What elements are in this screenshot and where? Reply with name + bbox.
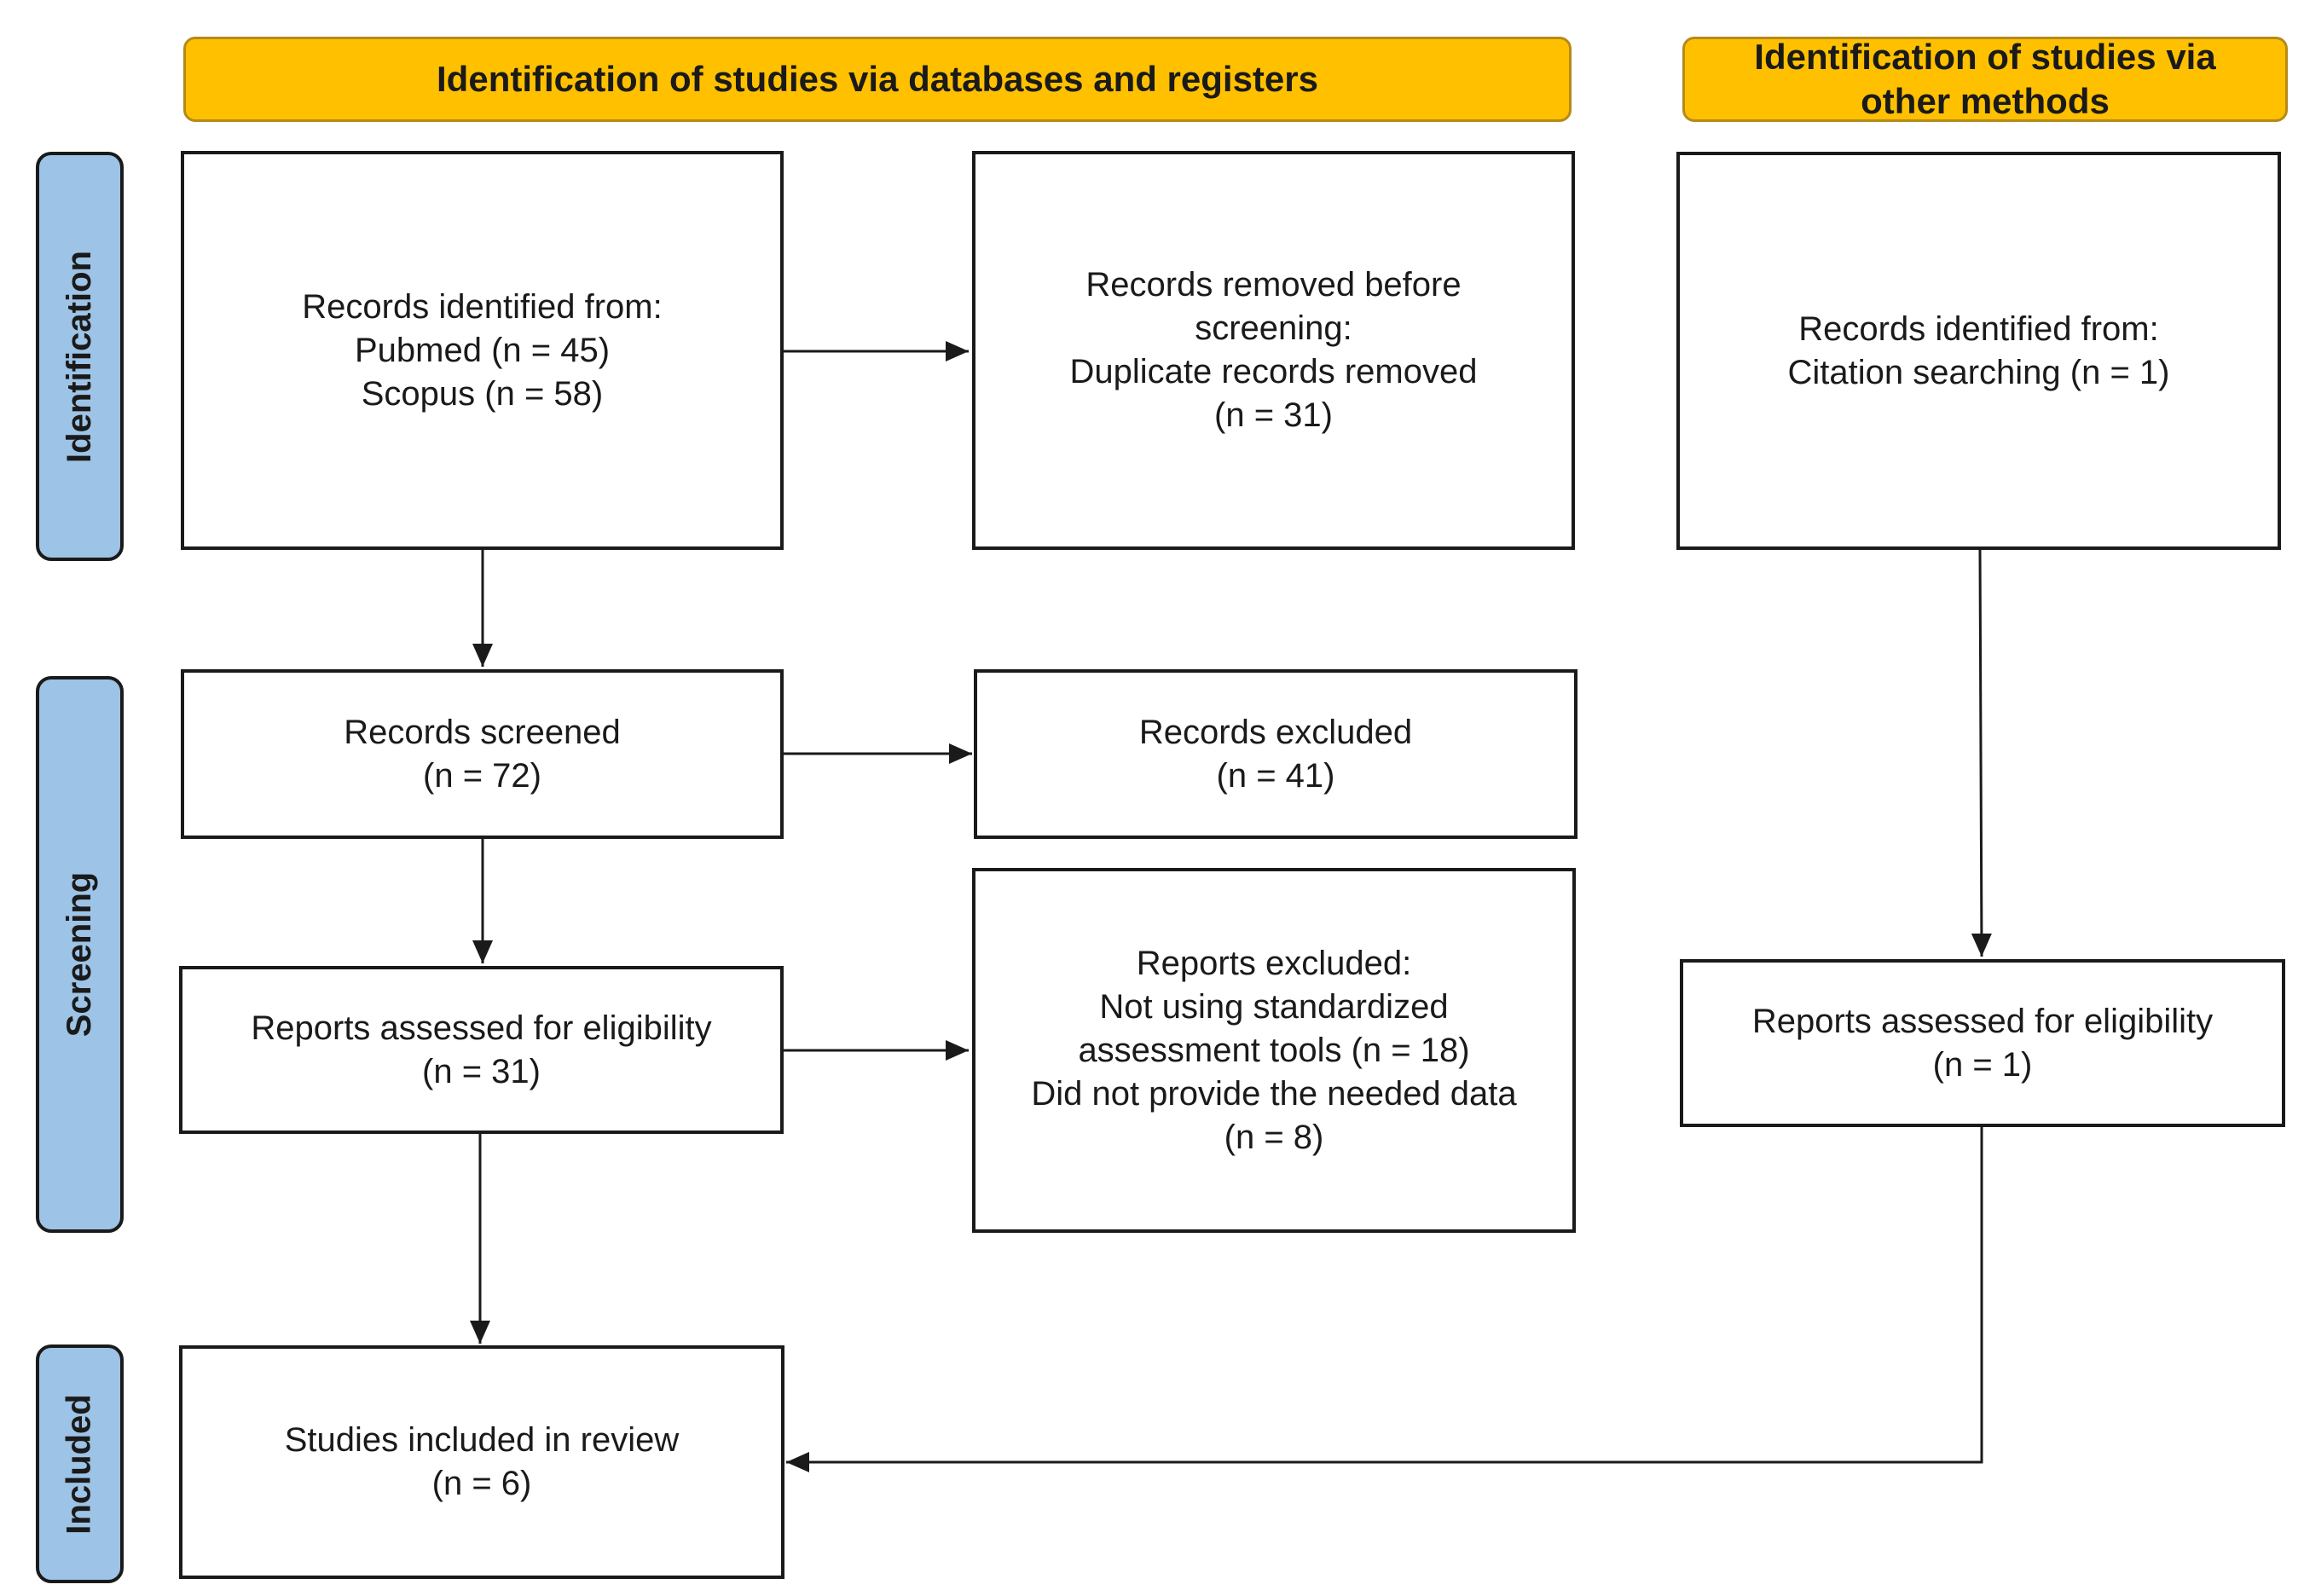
header-other-line1: Identification of studies via	[1754, 37, 2216, 77]
box-text-line: (n = 41)	[1216, 756, 1335, 795]
box-text-line: Did not provide the needed data	[1031, 1074, 1517, 1113]
box-text-line: Records removed before	[1085, 266, 1462, 304]
box-studies-included: Studies included in review (n = 6)	[179, 1345, 784, 1579]
box-records-removed: Records removed before screening: Duplic…	[972, 151, 1575, 550]
box-reports-excluded: Reports excluded: Not using standardized…	[972, 868, 1576, 1233]
arrow-other-identified-to-assessed	[1971, 549, 1992, 957]
box-text-line: Records identified from:	[302, 287, 663, 326]
box-reports-assessed-other: Reports assessed for eligibility (n = 1)	[1680, 959, 2285, 1127]
box-text-line: Pubmed (n = 45)	[354, 331, 611, 369]
box-text-line: Reports excluded:	[1136, 944, 1412, 982]
box-text-line: (n = 31)	[1214, 396, 1333, 434]
box-text-line: Reports assessed for eligibility	[1751, 1002, 2214, 1040]
box-text-line: Not using standardized	[1099, 987, 1449, 1026]
header-other-methods: Identification of studies via other meth…	[1682, 37, 2288, 122]
phase-screening: Screening	[36, 676, 124, 1233]
box-text-line: Studies included in review	[284, 1421, 680, 1459]
box-text-line: (n = 72)	[423, 756, 541, 795]
box-reports-assessed-databases: Reports assessed for eligibility (n = 31…	[179, 966, 784, 1134]
box-text-line: Records excluded	[1138, 713, 1413, 751]
header-other-line2: other methods	[1861, 81, 2110, 121]
box-records-identified-databases: Records identified from: Pubmed (n = 45)…	[181, 151, 784, 550]
box-text-line: Scopus (n = 58)	[361, 374, 604, 413]
phase-included: Included	[36, 1344, 124, 1583]
box-records-screened: Records screened (n = 72)	[181, 669, 784, 839]
phase-identification: Identification	[36, 152, 124, 561]
header-databases-registers: Identification of studies via databases …	[183, 37, 1572, 122]
box-text-line: (n = 1)	[1932, 1045, 2033, 1084]
box-records-identified-other: Records identified from: Citation search…	[1676, 152, 2281, 550]
box-text-line: screening:	[1195, 309, 1352, 347]
box-records-excluded: Records excluded (n = 41)	[974, 669, 1577, 839]
arrow-other-assessed-to-included	[786, 1127, 1983, 1472]
box-text-line: (n = 6)	[431, 1465, 532, 1502]
box-text-line: (n = 8)	[1224, 1118, 1324, 1156]
box-text-line: Records screened	[344, 713, 621, 751]
box-text-line: Reports assessed for eligibility	[251, 1009, 712, 1047]
box-text-line: assessment tools (n = 18)	[1078, 1031, 1470, 1069]
box-text-line: (n = 31)	[422, 1052, 541, 1090]
box-text-line: Duplicate records removed	[1069, 353, 1478, 390]
header-databases-label: Identification of studies via databases …	[437, 59, 1318, 99]
box-text-line: Citation searching (n = 1)	[1787, 353, 2170, 391]
box-text-line: Records identified from:	[1798, 309, 2159, 348]
